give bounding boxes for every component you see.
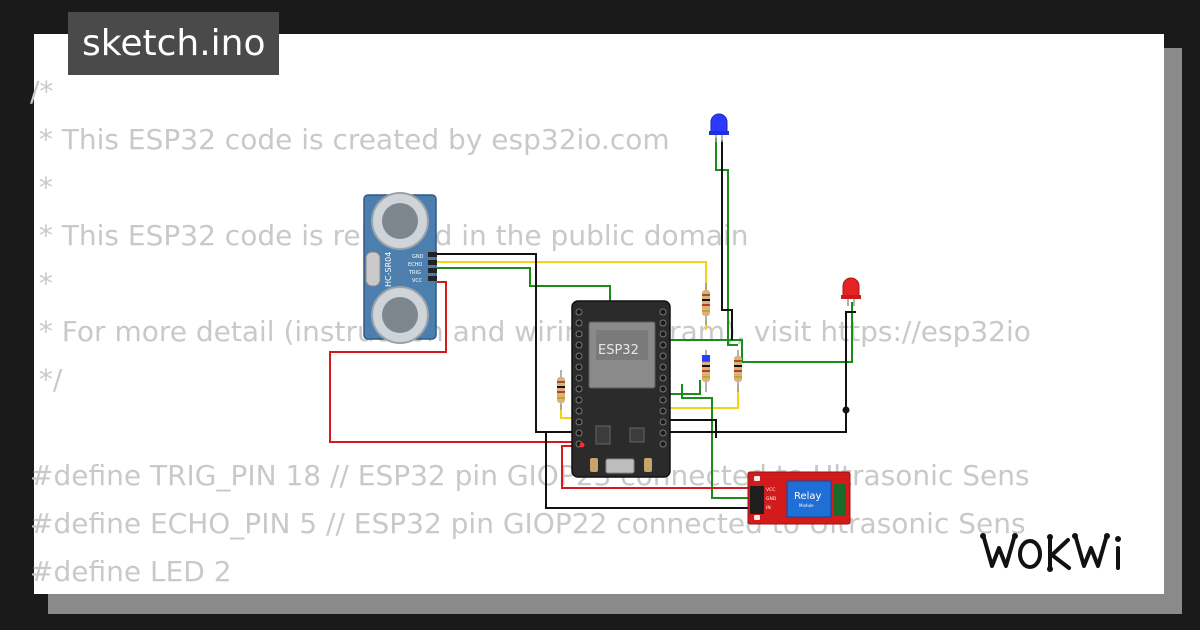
wire-green-led-blue bbox=[715, 138, 738, 346]
red-led[interactable] bbox=[841, 277, 861, 306]
sensor-label: HC-SR04 bbox=[384, 252, 393, 287]
file-title-tab[interactable]: sketch.ino bbox=[68, 12, 280, 75]
usb-port bbox=[605, 458, 635, 474]
wire-black-2 bbox=[545, 431, 750, 509]
sensor-pin-label: GND bbox=[412, 254, 424, 260]
esp32-board[interactable]: ESP32 bbox=[571, 300, 671, 478]
resistor[interactable] bbox=[702, 283, 710, 325]
board-chip bbox=[629, 427, 645, 443]
code-preview: /* * This ESP32 code is created by esp32… bbox=[30, 68, 1031, 596]
relay-pin-header bbox=[750, 486, 764, 514]
resistor[interactable] bbox=[734, 350, 742, 392]
resistor-marker bbox=[702, 355, 710, 361]
wire-green-relay bbox=[681, 384, 750, 499]
relay-terminal bbox=[834, 484, 846, 516]
wire-yellow-3 bbox=[663, 385, 739, 409]
board-label: ESP32 bbox=[598, 343, 639, 358]
code-line: #define TRIG_PIN 18 // ESP32 pin GIOP23 … bbox=[30, 459, 1030, 492]
wire-green-5 bbox=[663, 380, 701, 395]
wire-red-relay bbox=[561, 445, 750, 489]
blue-led[interactable] bbox=[709, 113, 729, 142]
wire-junction bbox=[842, 406, 850, 414]
relay-pin-label: VCC bbox=[766, 487, 775, 493]
sensor-pin-header bbox=[428, 252, 437, 281]
wire-red-vcc bbox=[329, 281, 572, 443]
code-line: /* bbox=[30, 75, 54, 108]
code-line: * For more detail (instruction and wirin… bbox=[30, 315, 1031, 348]
relay-pin-label: IN bbox=[766, 505, 771, 511]
code-line: * bbox=[30, 267, 53, 300]
relay-module[interactable]: VCC GND IN Relay Module bbox=[747, 471, 851, 525]
relay-led bbox=[754, 476, 760, 481]
esp32-pin-row-right bbox=[659, 308, 667, 448]
wire-black-4 bbox=[721, 140, 733, 340]
ultrasonic-sensor[interactable]: HC-SR04 GND ECHO TRIG VCC bbox=[363, 192, 437, 344]
reset-button[interactable] bbox=[644, 458, 652, 472]
code-line: */ bbox=[30, 363, 63, 396]
code-line: #define LED 2 bbox=[30, 555, 232, 588]
relay-sublabel: Module bbox=[799, 503, 814, 508]
boot-button[interactable] bbox=[590, 458, 598, 472]
sensor-crystal bbox=[365, 251, 381, 287]
relay-label: Relay bbox=[794, 491, 822, 502]
relay-pin-label: GND bbox=[766, 496, 777, 502]
sensor-pin-label: TRIG bbox=[408, 270, 421, 276]
code-line: * This ESP32 code is created by esp32io.… bbox=[30, 123, 670, 156]
esp32-pin-row-left bbox=[575, 308, 583, 448]
sensor-pin-label: VCC bbox=[412, 278, 423, 284]
wire-yellow-trig bbox=[437, 261, 707, 290]
sensor-pin-label: ECHO bbox=[408, 262, 422, 268]
wire-black-gnd bbox=[437, 253, 856, 433]
resistor[interactable] bbox=[557, 370, 565, 410]
code-line: * bbox=[30, 171, 53, 204]
board-regulator bbox=[595, 425, 611, 445]
power-led bbox=[579, 442, 585, 448]
wokwi-logo bbox=[980, 533, 1121, 572]
relay-led bbox=[754, 515, 760, 520]
wire-green-led-red bbox=[665, 302, 853, 396]
relay-block bbox=[786, 480, 832, 518]
